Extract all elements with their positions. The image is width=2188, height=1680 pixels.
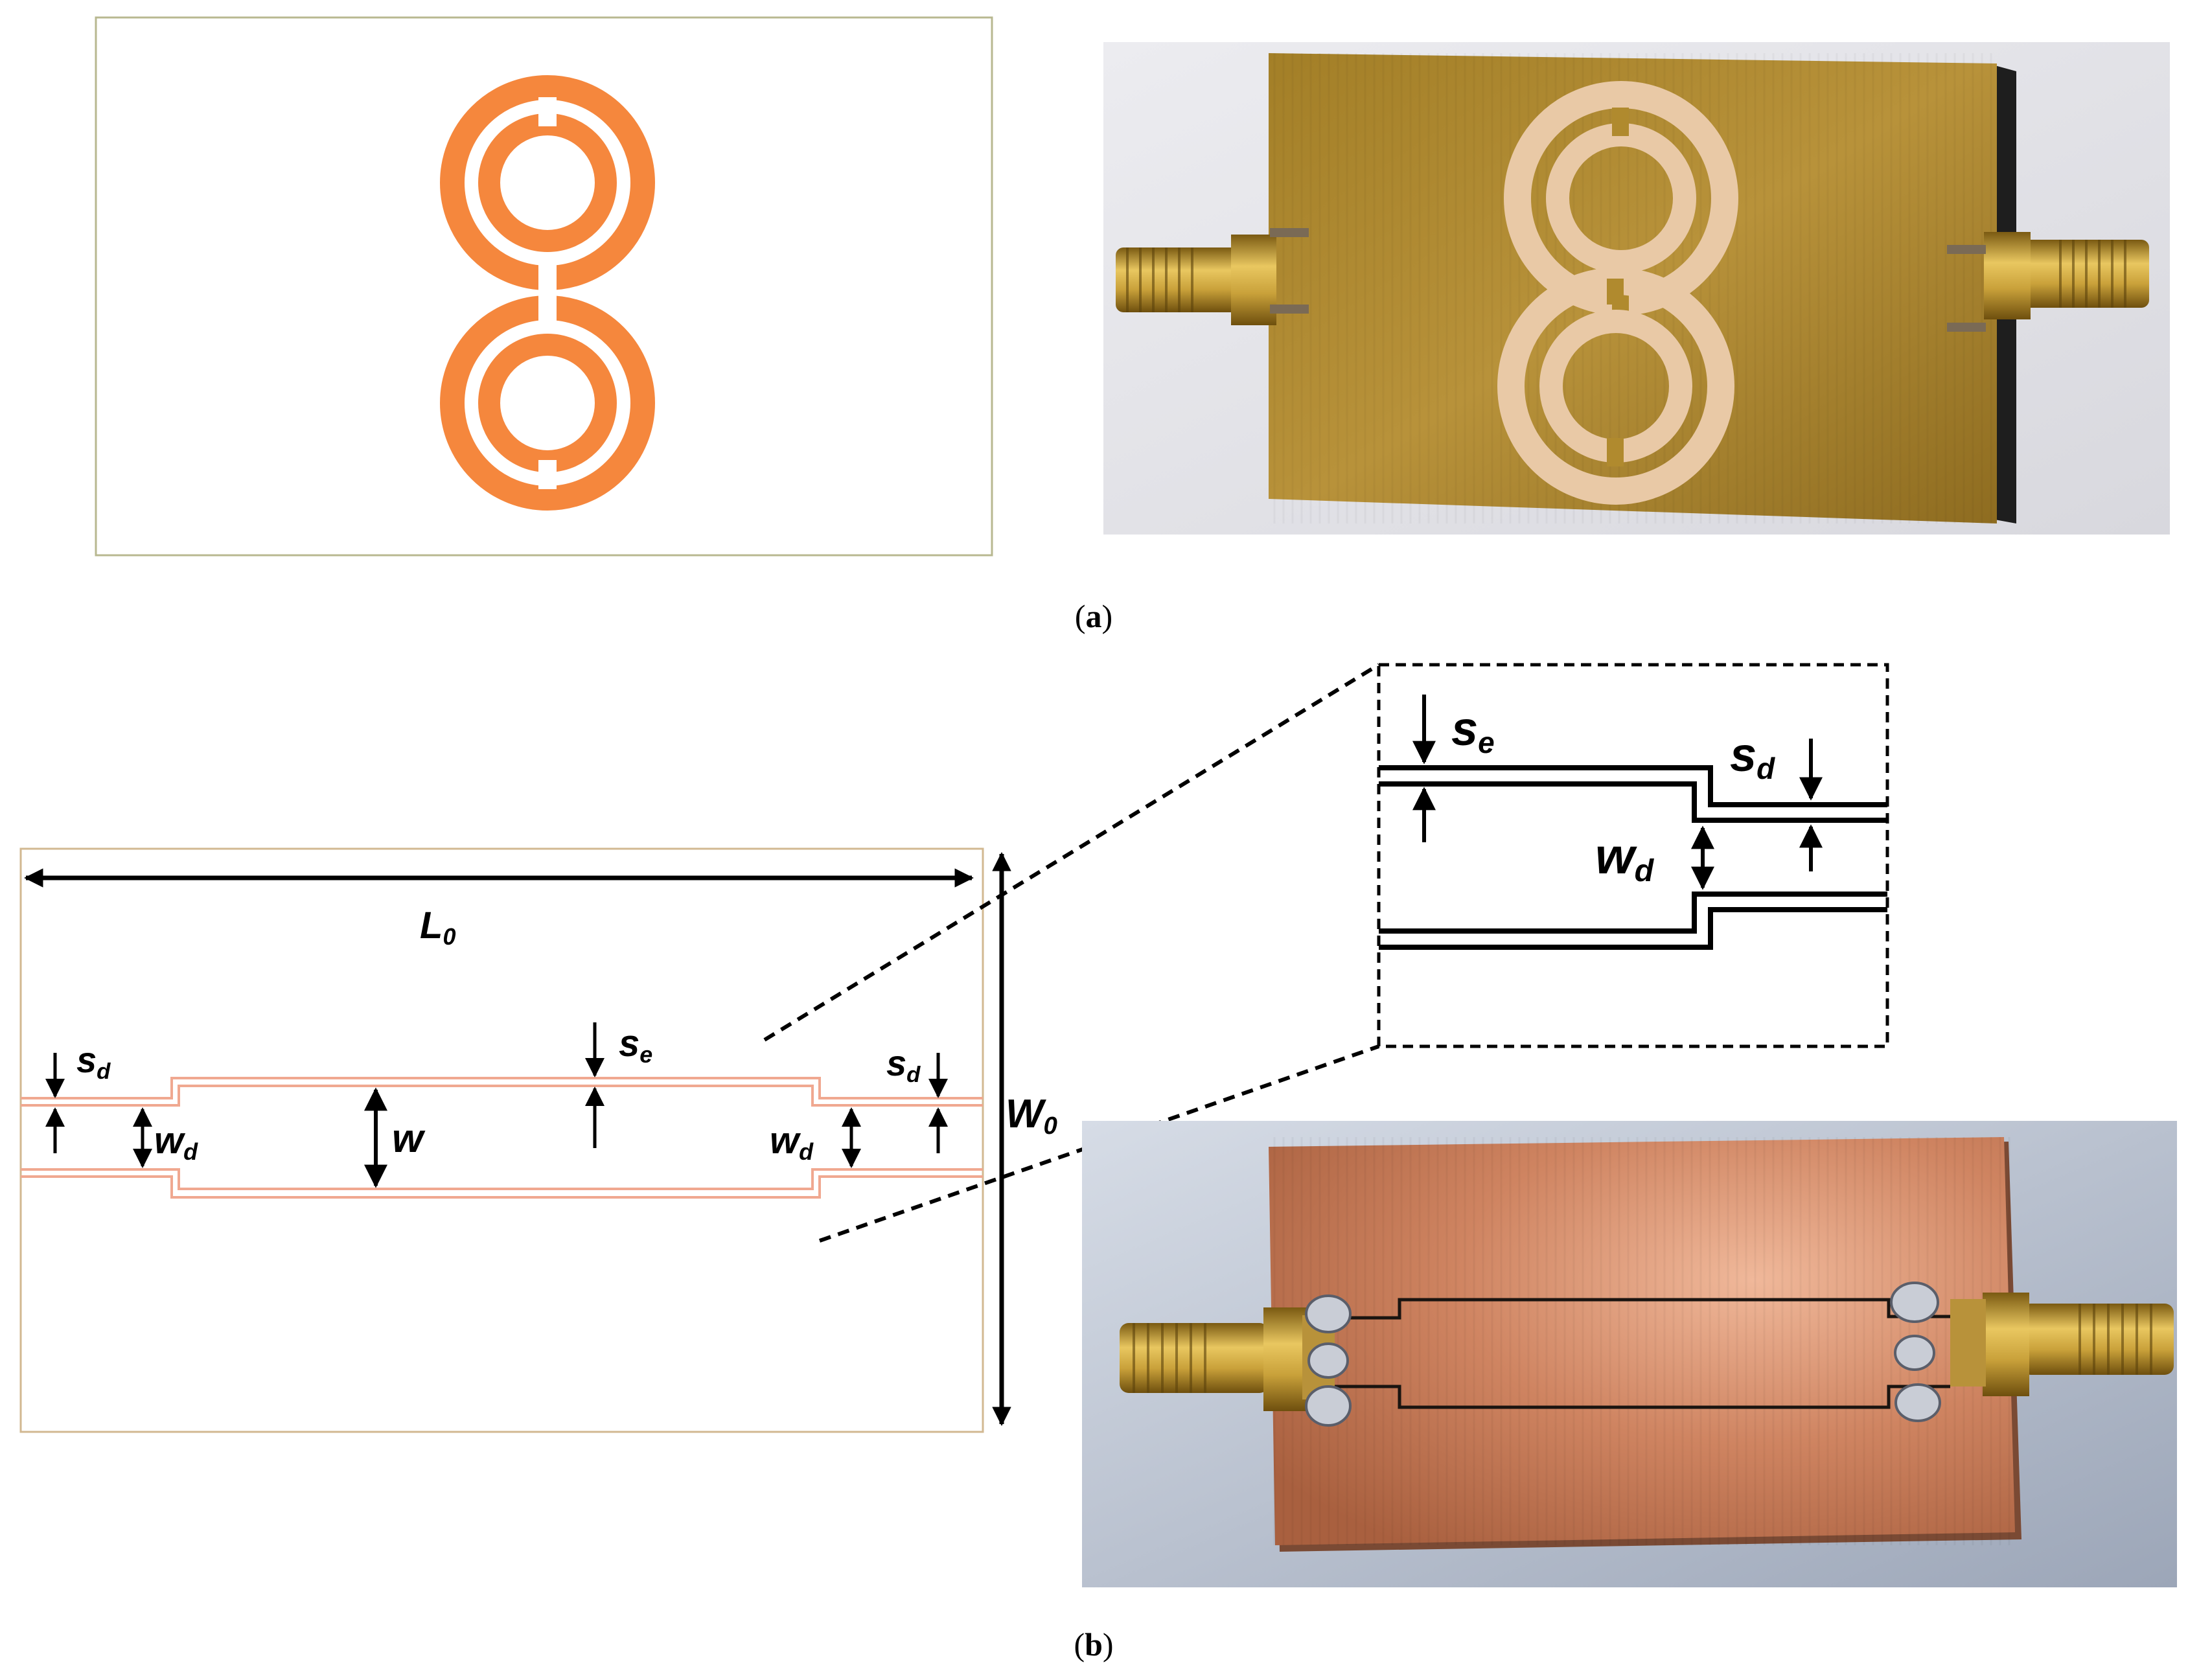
sd-label-left: sd [76, 1039, 111, 1084]
wd-label-inset: wd [1595, 827, 1655, 888]
inner-ring-gap-bottom [538, 460, 557, 489]
sd-label-right: sd [886, 1042, 921, 1087]
zoom-inset: se sd wd [1377, 663, 1889, 1048]
sd-label-inset: sd [1730, 728, 1775, 785]
sma-connector-right [1947, 232, 2149, 332]
srr-top-pair [440, 75, 655, 295]
solder-joints [1305, 1282, 1941, 1427]
inset-trace-lines [1379, 765, 1887, 950]
sma-connector-left [1116, 228, 1309, 325]
width-total-label: W0 [1006, 1092, 1057, 1140]
srr-layout-drawing [95, 16, 993, 557]
caption-a: (a) [1075, 598, 1112, 634]
substrate-outline [19, 847, 984, 1433]
wd-label-left: wd [154, 1120, 198, 1165]
cpw-layout-drawing: L0 W0 sd wd w se wd sd [19, 847, 1057, 1433]
wd-label-right: wd [770, 1120, 814, 1165]
trace-outline [21, 1077, 983, 1199]
w-label: w [392, 1116, 426, 1161]
srr-fabricated-photo [1103, 42, 2170, 535]
cpw-fabricated-photo [1082, 1121, 2177, 1587]
etched-srr-photo [1497, 81, 1738, 505]
outer-ring-gap-bottom [538, 292, 557, 324]
outer-ring-gap-top [538, 262, 557, 295]
se-label-center: se [619, 1022, 652, 1068]
caption-b: (b) [1074, 1626, 1113, 1663]
inner-ring-gap-top [538, 97, 557, 126]
se-label-inset: se [1451, 702, 1495, 759]
length-label: L0 [420, 904, 455, 950]
sma-connector-right-b [1950, 1293, 2174, 1396]
srr-bottom-pair [440, 292, 655, 511]
sma-connector-left-b [1120, 1307, 1335, 1411]
